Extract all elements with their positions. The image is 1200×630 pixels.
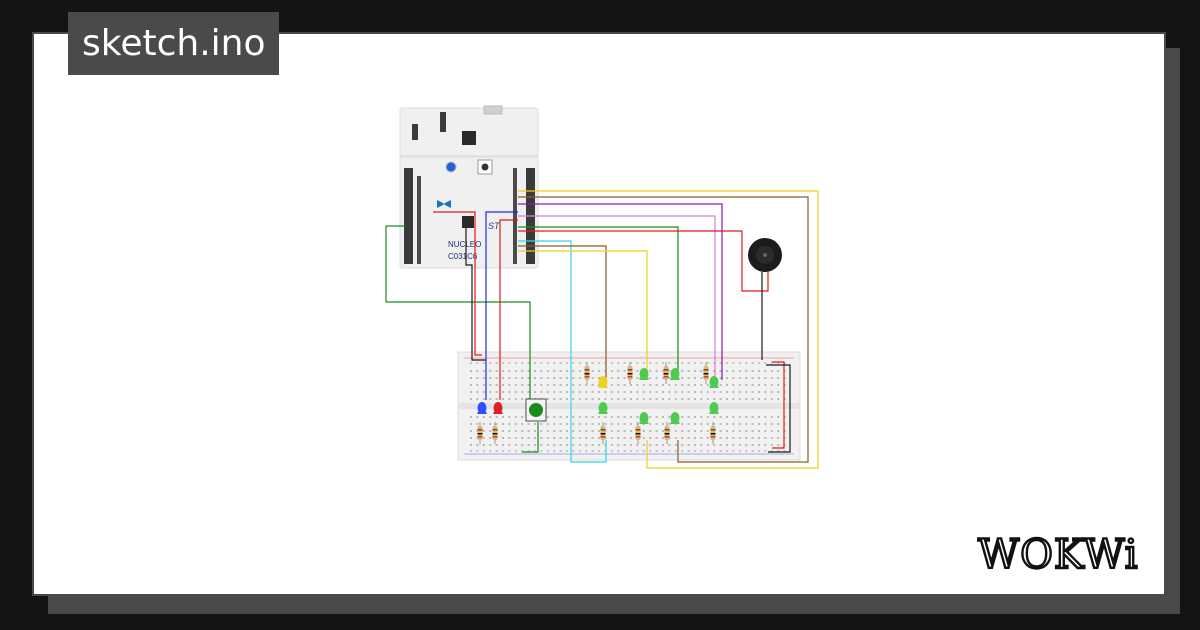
wire-green-left [385,225,531,404]
wire-brown-short [518,245,607,378]
yellow-led[interactable] [598,376,608,388]
resistor[interactable] [600,422,606,444]
board-label-line2: C031C6 [448,252,478,261]
green-led[interactable] [670,368,680,380]
wire-blue [485,211,518,400]
wire-brown-long [518,196,809,463]
microcontroller-board[interactable]: ST NUCLEO C031C6 [399,105,539,269]
green-led[interactable] [598,402,608,414]
wire-black-board [465,228,486,361]
resistor[interactable] [635,422,641,444]
green-led[interactable] [709,402,719,414]
resistor[interactable] [663,362,669,384]
board-label-line1: NUCLEO [448,240,481,249]
resistor[interactable] [584,362,590,384]
wire-green-right [518,226,679,378]
green-led[interactable] [639,368,649,380]
resistor[interactable] [477,422,483,444]
leds [477,368,719,424]
wire-red-rail [772,361,785,449]
buzzer[interactable] [748,238,782,272]
wire-red-led [499,219,518,400]
preview-card [32,32,1166,596]
green-led[interactable] [639,412,649,424]
resistor[interactable] [710,422,716,444]
resistor[interactable] [627,362,633,384]
wokwi-logo[interactable]: WOKWi [976,526,1154,578]
resistors [477,362,716,444]
resistor[interactable] [703,362,709,384]
wire-yellow-short [518,250,648,378]
red-led[interactable] [493,402,503,414]
svg-text:ST: ST [488,221,501,231]
green-led[interactable] [709,376,719,388]
wire-black-rail [766,364,791,453]
pushbutton[interactable] [525,398,547,422]
wire-red-board [433,211,482,356]
wire-red-buzzer [518,230,769,292]
st-logo-icon [437,200,451,208]
wires [385,190,819,469]
wire-green-button [522,422,539,453]
project-title[interactable]: sketch.ino [68,12,280,75]
wire-yellow-long [518,190,819,469]
wire-cyan [518,240,607,463]
resistor[interactable] [492,422,498,444]
green-led[interactable] [670,412,680,424]
wire-pink [518,215,716,378]
blue-led[interactable] [477,402,487,414]
resistor[interactable] [664,422,670,444]
wokwi-logo-text: WOKWi [978,532,1139,578]
wire-purple [518,203,723,380]
